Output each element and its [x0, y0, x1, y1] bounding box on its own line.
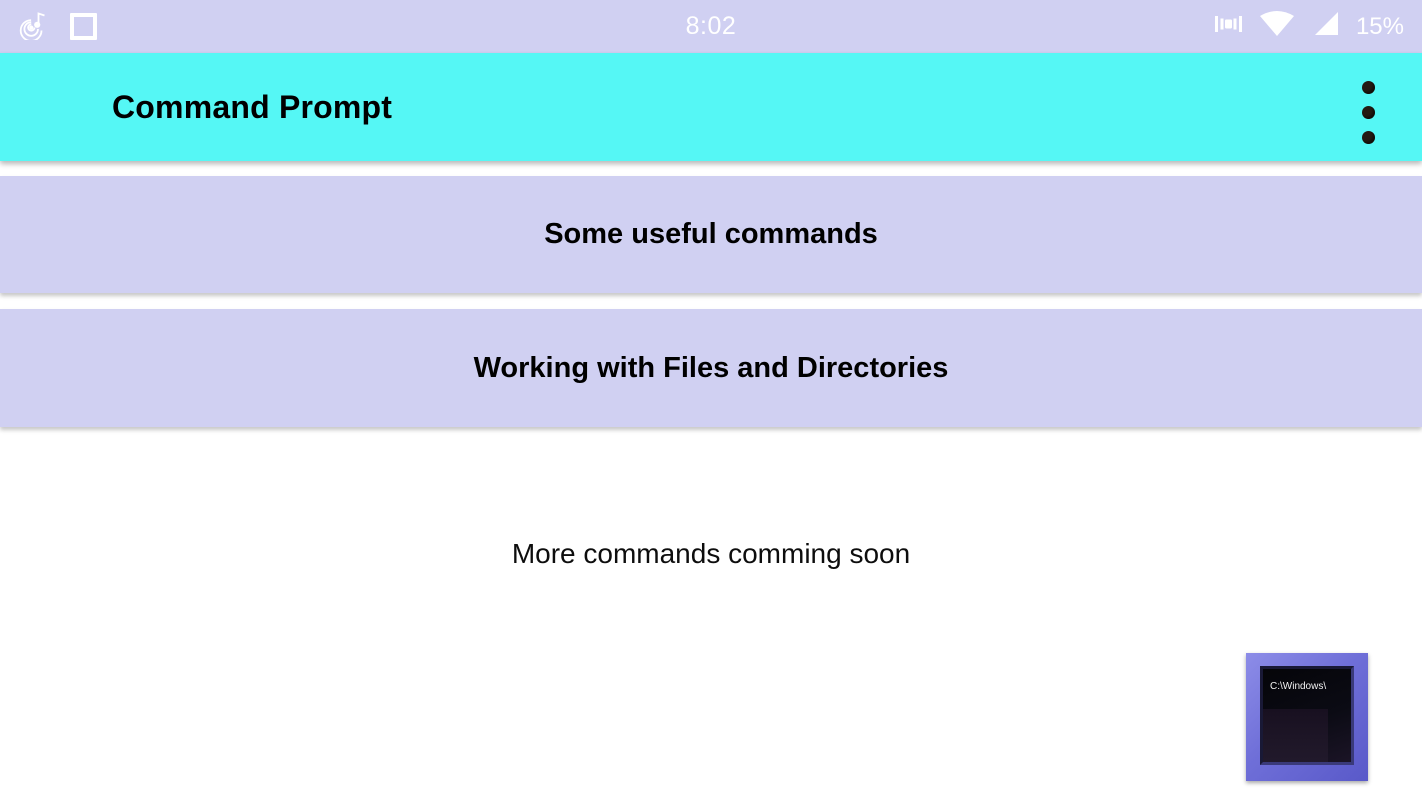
command-prompt-icon-path-label: C:\Windows\ [1270, 681, 1327, 692]
overflow-menu-button[interactable] [1358, 77, 1379, 148]
status-bar-clock: 8:02 [685, 12, 737, 40]
overflow-dot-icon [1362, 106, 1375, 119]
overflow-dot-icon [1362, 131, 1375, 144]
command-prompt-icon-body [1263, 709, 1329, 762]
coming-soon-notice: More commands comming soon [511, 538, 911, 569]
status-bar-right-icons: 15% [1104, 9, 1404, 44]
menu-card-some-useful-commands[interactable]: Some useful commands [0, 176, 1422, 293]
cellular-signal-icon [1310, 9, 1342, 44]
command-prompt-icon-screen: C:\Windows\ [1260, 666, 1354, 765]
menu-card-label: Some useful commands [544, 218, 878, 250]
status-bar: 8:02 [0, 0, 1422, 53]
battery-percent-label: 15% [1355, 12, 1404, 40]
screen-record-square-icon [70, 13, 97, 40]
status-bar-left-icons [18, 8, 318, 45]
menu-card-label: Working with Files and Directories [473, 351, 949, 384]
page-title: Command Prompt [112, 88, 393, 125]
overflow-dot-icon [1362, 81, 1375, 94]
status-bar-center: 8:02 [318, 12, 1104, 41]
menu-card-working-with-files-and-directories[interactable]: Working with Files and Directories [0, 309, 1422, 427]
vibrate-icon [1212, 10, 1244, 43]
app-bar: Command Prompt [0, 53, 1422, 161]
wifi-icon [1258, 9, 1296, 44]
music-player-icon [18, 8, 50, 45]
command-prompt-icon[interactable]: C:\Windows\ [1246, 653, 1368, 781]
